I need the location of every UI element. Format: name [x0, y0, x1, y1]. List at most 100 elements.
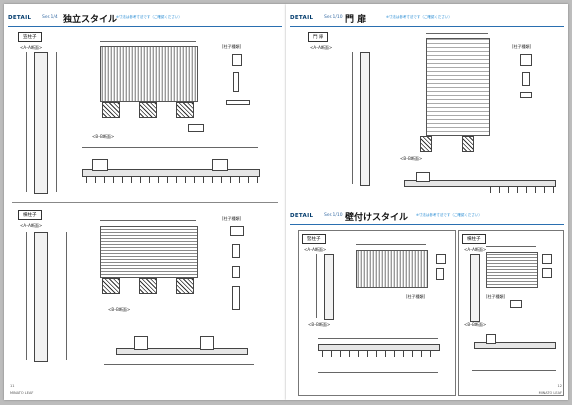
- dimension-line: [486, 246, 536, 247]
- footer-brand: MINATO LEAF: [10, 391, 34, 395]
- aa-section-label: <A–A断面>: [464, 247, 487, 252]
- header-rule: [290, 26, 564, 27]
- dimension-line: [26, 52, 27, 192]
- bb-section-label: <B–B断面>: [464, 322, 487, 327]
- profile-detail: [232, 54, 242, 66]
- post-elevation: [360, 52, 370, 186]
- page-title: 独立スタイル: [63, 15, 118, 25]
- section-tag-wall-vertical: 竪柱子: [302, 234, 326, 244]
- post-plan: [416, 172, 430, 182]
- footing: [176, 278, 194, 294]
- dimension-line: [26, 232, 27, 360]
- footing: [102, 278, 120, 294]
- dimension-line: [352, 52, 353, 184]
- bb-section-label: <B–B断面>: [400, 156, 423, 161]
- footing: [176, 102, 194, 118]
- section-tag-horizontal: 横柱子: [18, 210, 42, 220]
- footing: [139, 102, 157, 118]
- footing: [102, 102, 120, 118]
- aa-section-label: <A–A断面>: [20, 223, 43, 228]
- post-elevation: [470, 254, 480, 322]
- profile-detail: [188, 124, 204, 132]
- header-rule: [8, 26, 282, 27]
- header-note: ※寸法は参考寸法です（ご確認ください）: [386, 15, 452, 19]
- page-number: 11: [10, 384, 15, 388]
- post-elevation: [34, 52, 48, 194]
- profile-detail: [232, 266, 240, 278]
- profile-detail: [436, 254, 446, 264]
- gate-panel: [426, 38, 490, 136]
- section-title: 壁付けスタイル: [345, 213, 409, 223]
- picket-plan: [486, 186, 554, 193]
- profile-detail: [230, 226, 244, 236]
- fence-panel-vertical: [356, 250, 428, 288]
- dimension-line: [104, 364, 254, 365]
- series-label: Ser.1/4: [42, 15, 58, 20]
- profile-detail: [233, 72, 239, 92]
- dimension-line: [318, 372, 438, 373]
- post-plan: [486, 334, 496, 344]
- section-tag-vertical: 笠柱子: [18, 32, 42, 42]
- dimension-line: [100, 41, 196, 42]
- series-label: Ser.1/10: [324, 15, 343, 20]
- section-tag-wall-horizontal: 横柱子: [462, 234, 486, 244]
- bb-section-label: <B–B断面>: [308, 322, 331, 327]
- dimension-line: [426, 33, 488, 34]
- page-title: 門 扉: [345, 15, 367, 25]
- profile-detail: [522, 72, 530, 86]
- profile-detail: [520, 92, 532, 98]
- dimension-line: [100, 220, 196, 221]
- profile-detail: [226, 100, 250, 105]
- profile-detail-label: [柱子種類]: [222, 44, 242, 49]
- profile-detail-label: [柱子種類]: [486, 294, 506, 299]
- post-plan: [212, 159, 228, 171]
- rail-plan: [474, 342, 556, 349]
- header-note: ※寸法は参考寸法です（ご確認ください）: [416, 213, 482, 217]
- page-number: 12: [557, 384, 562, 388]
- footer-brand: MINATO LEAF: [538, 391, 562, 395]
- post-plan: [134, 336, 148, 350]
- footing: [462, 136, 474, 152]
- right-header: DETAIL Ser.1/10 門 扉 ※寸法は参考寸法です（ご確認ください）: [290, 12, 560, 26]
- header-rule: [290, 224, 564, 225]
- post-plan: [200, 336, 214, 350]
- dimension-line: [82, 147, 258, 148]
- profile-detail: [542, 254, 552, 264]
- dimension-line: [66, 232, 67, 360]
- series-label: Ser.1/10: [324, 213, 343, 218]
- profile-detail: [520, 54, 532, 66]
- dimension-line: [56, 52, 57, 192]
- profile-detail: [232, 244, 240, 258]
- footing: [420, 136, 432, 152]
- aa-section-label: <A–A断面>: [310, 45, 333, 50]
- dimension-line: [318, 338, 438, 339]
- bb-section-label: <B–B断面>: [92, 134, 115, 139]
- profile-detail: [510, 300, 522, 308]
- profile-detail-label: [柱子種類]: [406, 294, 426, 299]
- post-elevation: [324, 254, 334, 320]
- dimension-line: [356, 244, 426, 245]
- dimension-line: [472, 370, 556, 371]
- footing: [139, 278, 157, 294]
- detail-label: DETAIL: [290, 15, 314, 21]
- profile-detail: [232, 286, 240, 310]
- aa-section-label: <A–A断面>: [20, 45, 43, 50]
- rail-plan: [404, 180, 556, 187]
- left-page: DETAIL Ser.1/4 独立スタイル ※寸法は参考寸法です（ご確認ください…: [4, 4, 286, 400]
- rail-plan: [116, 348, 248, 355]
- detail-label: DETAIL: [8, 15, 32, 21]
- detail-label: DETAIL: [290, 213, 314, 219]
- post-plan: [92, 159, 108, 171]
- right-page: DETAIL Ser.1/10 門 扉 ※寸法は参考寸法です（ご確認ください） …: [286, 4, 568, 400]
- header-note: ※寸法は参考寸法です（ご確認ください）: [116, 15, 182, 19]
- section-tag-gate: 門 扉: [308, 32, 329, 42]
- fence-panel-horizontal: [486, 252, 538, 288]
- post-elevation: [34, 232, 48, 362]
- fence-panel-horizontal: [100, 226, 198, 278]
- profile-detail-label: [柱子種類]: [512, 44, 532, 49]
- picket-plan: [318, 350, 438, 357]
- dimension-line: [316, 254, 317, 318]
- profile-detail: [542, 268, 552, 278]
- aa-section-label: <A–A断面>: [304, 247, 327, 252]
